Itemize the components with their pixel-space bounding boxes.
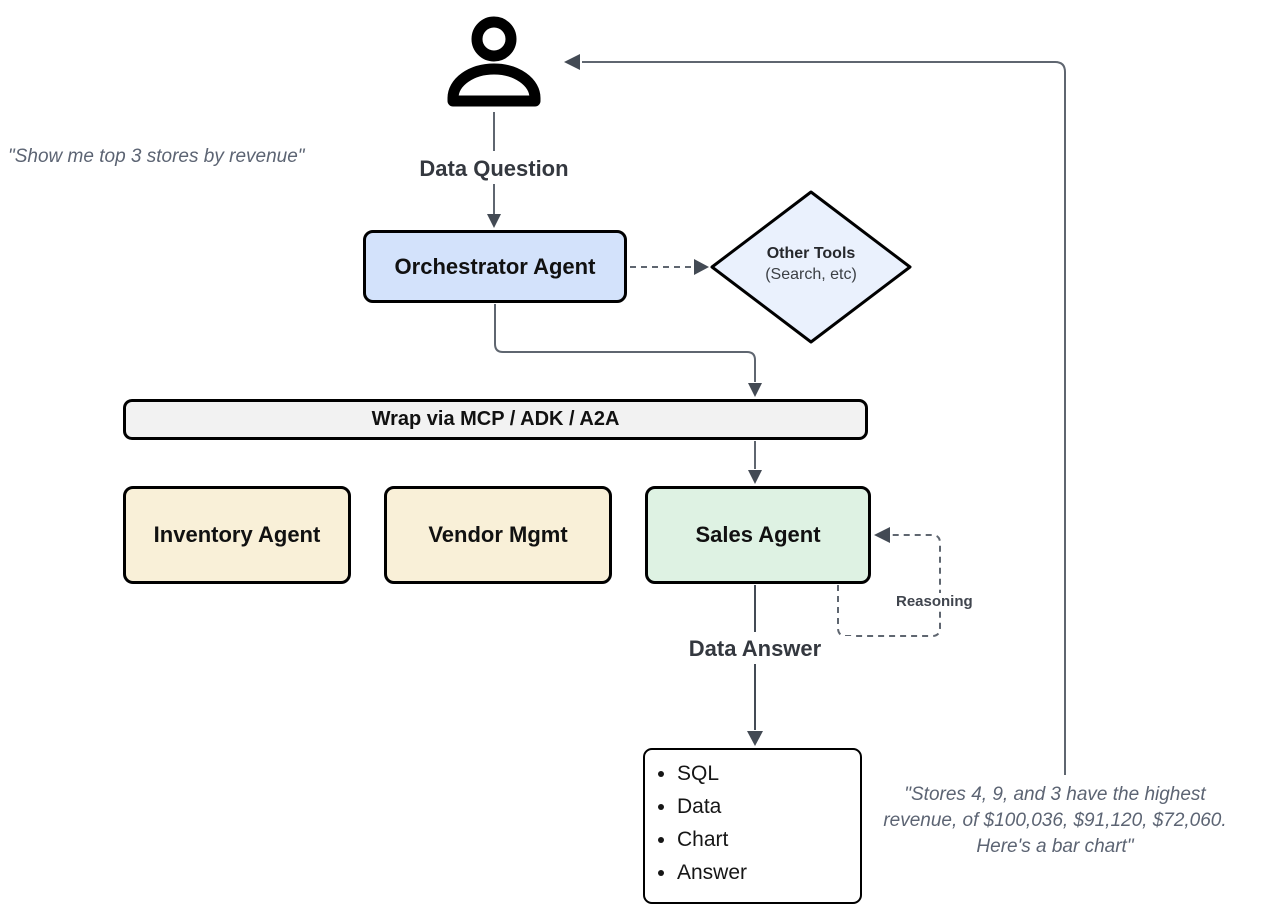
other-tools-title: Other Tools [766, 245, 856, 262]
inventory-agent-label: Inventory Agent [153, 522, 321, 547]
answer-quote: "Stores 4, 9, and 3 have the highest rev… [862, 782, 1248, 860]
output-item-answer: Answer [677, 861, 747, 885]
other-tools-subtitle: (Search, etc) [765, 266, 857, 283]
wrap-bar-label: Wrap via MCP / ADK / A2A [371, 408, 620, 430]
other-tools-label: Other Tools (Search, etc) [736, 243, 886, 285]
other-tools-diamond [710, 190, 912, 344]
arrow-wrap-to-sales [748, 441, 762, 484]
orchestrator-agent-node: Orchestrator Agent [363, 230, 627, 303]
vendor-mgmt-label: Vendor Mgmt [428, 522, 568, 547]
output-item-data: Data [677, 795, 747, 819]
inventory-agent-node: Inventory Agent [123, 486, 351, 584]
output-item-sql: SQL [677, 762, 747, 786]
vendor-mgmt-node: Vendor Mgmt [384, 486, 612, 584]
arrow-sales-to-output [747, 585, 763, 746]
reasoning-loop [837, 527, 941, 637]
orchestrator-agent-label: Orchestrator Agent [394, 253, 596, 279]
arrow-orchestrator-to-other-tools [630, 259, 709, 275]
output-box: SQL Data Chart Answer [643, 748, 862, 904]
answer-quote-line-3: Here's a bar chart" [976, 836, 1134, 857]
sales-agent-label: Sales Agent [695, 522, 821, 547]
arrow-orchestrator-to-wrap [494, 304, 762, 397]
user-quote: "Show me top 3 stores by revenue" [8, 146, 305, 167]
sales-agent-node: Sales Agent [645, 486, 871, 584]
arrow-answer-to-user [564, 54, 1066, 775]
answer-quote-line-1: "Stores 4, 9, and 3 have the highest [904, 784, 1206, 805]
answer-quote-line-2: revenue, of $100,036, $91,120, $72,060. [883, 810, 1227, 831]
output-item-chart: Chart [677, 828, 747, 852]
data-question-label: Data Question [394, 156, 594, 182]
user-icon [447, 16, 541, 107]
wrap-mcp-adk-a2a-bar: Wrap via MCP / ADK / A2A [123, 399, 868, 440]
data-answer-label: Data Answer [655, 636, 855, 662]
output-list: SQL Data Chart Answer [645, 762, 747, 894]
reasoning-label: Reasoning [893, 593, 976, 610]
arrow-user-to-orchestrator [487, 112, 501, 228]
